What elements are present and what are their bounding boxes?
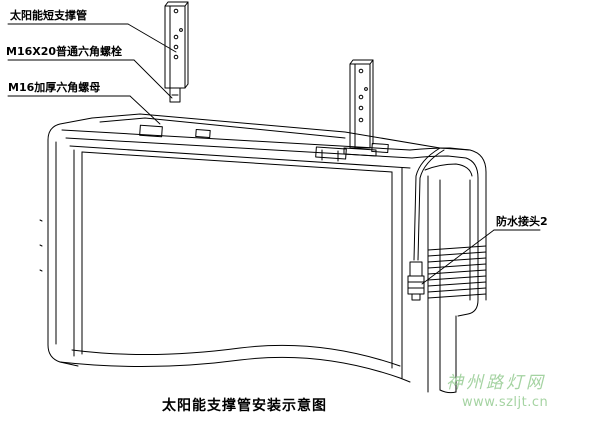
- cable: [413, 147, 445, 261]
- lamp-housing: [39, 113, 487, 394]
- installed-support-tube: [343, 59, 377, 157]
- top-clamp-left: [139, 124, 211, 138]
- diagram-caption: 太阳能支撑管安装示意图: [162, 398, 327, 414]
- callout-hex-bolt: M16X20普通六角螺栓: [6, 45, 123, 58]
- callout-waterproof-connector: 防水接头2: [496, 215, 548, 228]
- top-clamp-right: [371, 142, 389, 154]
- callout-solar-support-tube: 太阳能短支撑管: [10, 9, 87, 22]
- watermark-chinese: 神州路灯网: [446, 373, 546, 393]
- ribbed-heatsink: [427, 245, 487, 299]
- exploded-support-tube: [164, 1, 189, 103]
- callout-hex-nut: M16加厚六角螺母: [8, 81, 101, 94]
- waterproof-connector: [407, 261, 425, 301]
- watermark-url: www.szljt.cn: [462, 395, 549, 410]
- leader-lines: [7, 23, 541, 285]
